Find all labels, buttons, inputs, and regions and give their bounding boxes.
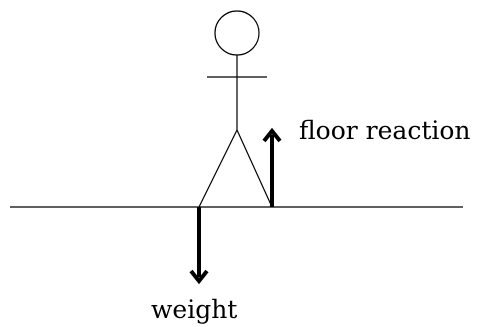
figure-left-leg (198, 129, 238, 208)
figure-head (214, 10, 260, 56)
weight-label: weight (151, 295, 237, 324)
stick-figure (198, 10, 273, 208)
floor-reaction-label: floor reaction (299, 116, 471, 145)
floor-reaction-arrow-head (262, 127, 282, 143)
weight-arrow-head (189, 269, 209, 285)
weight-arrow (189, 207, 209, 285)
figure-right-leg (236, 129, 273, 208)
floor-reaction-arrow (262, 127, 282, 207)
